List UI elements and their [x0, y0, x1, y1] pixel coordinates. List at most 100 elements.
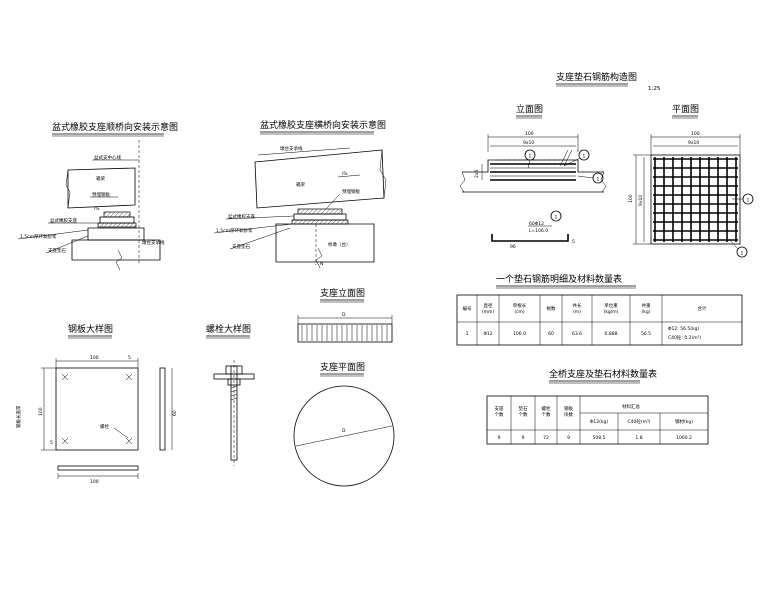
main-title-group: 支座垫石钢筋构造图 1:25: [556, 71, 661, 92]
table2-group-header: 材料汇总: [622, 403, 640, 410]
label-slope: i%: [94, 206, 100, 212]
label-north: N: [320, 261, 323, 267]
steel-plate-title: 钢板大样图: [68, 323, 113, 335]
rebar-elevation-view: 立面图 100 9x10 1 1 1 2x5: [459, 103, 607, 193]
table1-header-cell: 合计: [698, 305, 707, 312]
bolt-title: 螺栓大样图: [206, 323, 251, 335]
plate-edge-side: 5: [50, 440, 53, 446]
table1-total-concrete: C40砼: 0.2(m³): [668, 334, 701, 341]
table2-subheader-row: Φ12(kg) C40砼(m³) 钢材(kg): [590, 418, 693, 425]
plate-side-thickness: 60: [172, 410, 178, 416]
plan-spacing: 9x10: [688, 140, 699, 146]
main-title: 支座垫石钢筋构造图: [556, 71, 637, 83]
elev-side: 2x5: [474, 169, 480, 178]
label-pad-stone-t: 支座垫石: [232, 243, 250, 250]
longitudinal-title: 盆式橡胶支座顺桥向安装示意图: [52, 121, 178, 133]
label-bearing-t: 盆式橡胶支座: [228, 213, 255, 220]
label-top-plate: 预埋钢板: [92, 191, 110, 198]
table2-cell: 1.8: [635, 435, 642, 441]
table1-cell: 63.6: [572, 331, 582, 337]
table2-title: 全桥支座及垫石材料数量表: [549, 368, 657, 380]
table1-header-cell: 根数: [547, 305, 556, 312]
table1-header-cell: 单位重(kg/m): [604, 302, 619, 315]
bearing-ribs: [301, 325, 388, 341]
transverse-diagram: 盆式橡胶支座横桥向安装示意图 墩台支承线 箱梁 i% 预埋钢板 盆式橡胶支座 1…: [213, 119, 387, 269]
label-top-plate-t: 预埋钢板: [342, 188, 360, 195]
label-pier-t: 桥墩（台）: [328, 241, 351, 248]
rebar-grid: [653, 157, 738, 242]
plate-height: 100: [38, 407, 44, 416]
elev-spacing: 9x10: [523, 140, 534, 146]
rebar-table: 一个垫石钢筋明细及材料数量表 编号直径(mm)单根长(cm)根数共长(m)单位重…: [456, 273, 743, 346]
table1-header-cell: 共重(kg): [642, 302, 651, 315]
table2-cell: 1060.2: [676, 435, 692, 441]
table1-cell: 60: [548, 331, 554, 337]
table2-header-cell: 螺栓个数: [542, 405, 551, 418]
table2-cell: 508.5: [593, 435, 606, 441]
table1-cell: 106.0: [513, 331, 526, 337]
bolt-detail: 螺栓大样图: [206, 323, 255, 466]
plate-bolt-holes: [61, 373, 133, 445]
table1-cell: 0.888: [605, 331, 618, 337]
rebar-length-label: L=106.0: [529, 228, 548, 234]
label-bearing: 盆式橡胶支座: [50, 217, 77, 224]
elev-width: 100: [525, 131, 534, 137]
table1-header-cell: 单根长(cm): [513, 302, 527, 315]
longitudinal-diagram: 盆式橡胶支座顺桥向安装示意图 盆式支中心线 箱梁 预埋钢板 i% 盆式橡胶支座 …: [17, 121, 178, 271]
scale-label: 1:25: [648, 86, 661, 92]
plan-width: 100: [691, 131, 700, 137]
table2-header-cell: 支座个数: [495, 405, 504, 418]
bearing-plan-d: D: [342, 428, 346, 434]
steel-plate-detail: 钢板大样图 100 5 螺栓 100 5 钢板长宽厚 60 100: [15, 323, 178, 485]
elev-marker-1: 1: [529, 154, 532, 160]
label-slope-t: i%: [342, 171, 348, 177]
table1-total-rebar: Φ12: 56.5(kg): [668, 326, 699, 332]
table2-cell: 72: [543, 435, 549, 441]
rebar-count: 60Φ12: [529, 221, 544, 227]
elevation-title: 立面图: [516, 103, 543, 115]
label-pad-stone: 支座垫石: [48, 247, 66, 254]
rebar-plan-view: 平面图 100 9x10 100 9x10 1 1: [628, 104, 754, 258]
plan-height-spacing: 9x10: [638, 195, 644, 206]
plan-marker-2: 1: [741, 251, 744, 257]
label-beam-t: 箱梁: [296, 181, 305, 188]
transverse-title: 盆式橡胶支座横桥向安装示意图: [260, 119, 386, 131]
table2-subheader-cell: C40砼(m³): [627, 418, 650, 425]
table2-header-cell: 钢板块数: [564, 405, 573, 418]
elev-marker-2: 1: [583, 154, 586, 160]
plate-bottom-width: 100: [90, 479, 99, 485]
table1-header-cell: 共长(m): [573, 302, 582, 315]
label-bearing-centerline: 盆式支中心线: [94, 154, 121, 161]
table2-subheader-cell: Φ12(kg): [590, 419, 608, 425]
table1-header-cell: 编号: [463, 305, 472, 312]
table2-header-cell: 垫石个数: [519, 405, 528, 418]
table1-header-row: 编号 直径(mm) 单根长(cm) 根数 共长(m) 单位重(kg/m) 共重(kg) 合计: [463, 302, 707, 315]
bearing-elevation-title: 支座立面图: [320, 287, 365, 299]
label-bearing-line: 墩台支承线: [280, 145, 303, 152]
table1-header-cell: 直径(mm): [482, 302, 495, 315]
plan-marker-1: 1: [747, 198, 750, 204]
bearing-elev-d: D: [342, 312, 346, 318]
plate-side-label: 钢板长宽厚: [15, 405, 22, 428]
plan-height: 100: [628, 194, 634, 203]
table2-cell: 9: [522, 435, 525, 441]
label-pier-centerline: 墩台支承线: [142, 239, 165, 246]
plate-width: 100: [90, 355, 99, 361]
elev-marker-3: 1: [597, 177, 600, 183]
table1-cell: Φ12: [483, 331, 492, 337]
plate-edge-top: 5: [128, 355, 131, 361]
label-beam: 箱梁: [96, 175, 105, 182]
summary-table: 全桥支座及垫石材料数量表 支座个数 垫石个数 螺栓个数 钢板块数 材料汇总 Φ12(k…: [486, 368, 709, 445]
plan-title: 平面图: [672, 104, 699, 115]
bearing-plan: 支座平面图 D: [293, 361, 395, 487]
rebar-length: 96: [510, 244, 516, 250]
bearing-plan-title: 支座平面图: [320, 361, 365, 373]
rebar-hook: 5: [572, 239, 575, 245]
table1-cell: 1: [466, 331, 469, 337]
rebar-shape: 1 60Φ12 L=106.0 96 5: [491, 210, 575, 250]
table2-subheader-cell: 钢材(kg): [675, 418, 693, 425]
